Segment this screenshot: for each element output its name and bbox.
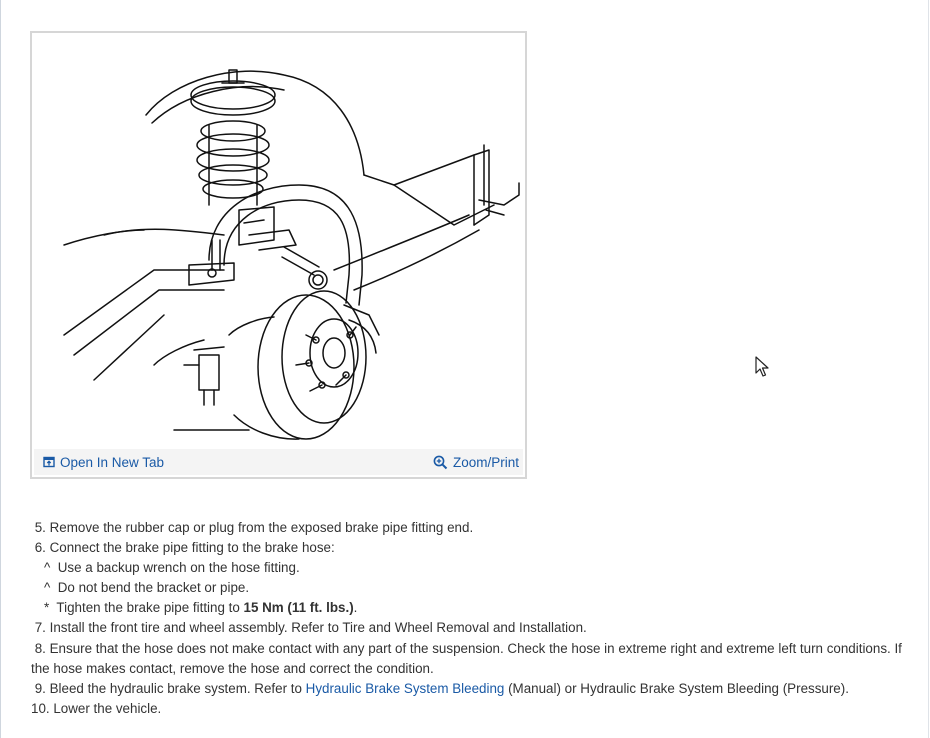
step-10: 10. Lower the vehicle. <box>31 699 911 719</box>
step-8: 8. Ensure that the hose does not make co… <box>31 639 911 679</box>
hydraulic-brake-bleeding-link[interactable]: Hydraulic Brake System Bleeding <box>305 680 505 696</box>
open-in-new-tab-label: Open In New Tab <box>60 454 165 470</box>
step-7-text: 7. Install the front tire and wheel asse… <box>34 620 587 636</box>
open-new-tab-icon <box>43 456 55 468</box>
step-9-text: 9. Bleed the hydraulic brake system. Ref… <box>34 680 306 696</box>
step-8-text: 8. Ensure that the hose does not make co… <box>31 640 902 676</box>
step-10-text: 10. Lower the vehicle. <box>31 700 162 716</box>
procedure-steps: 5. Remove the rubber cap or plug from th… <box>31 518 911 719</box>
brake-hose-line-drawing <box>63 69 520 440</box>
step-7: 7. Install the front tire and wheel asse… <box>31 618 911 638</box>
figure-toolbar: Open In New Tab Zoom/Print <box>34 449 523 475</box>
open-in-new-tab-link[interactable]: Open In New Tab <box>43 455 164 470</box>
step-6-sub-b-marker: ^ <box>44 580 51 596</box>
step-6-sub-b-text: Do not bend the bracket or pipe. <box>57 580 250 596</box>
torque-spec: 15 Nm (11 ft. lbs.) <box>243 600 354 616</box>
step-6-sub-a-text: Use a backup wrench on the hose fitting. <box>57 560 300 576</box>
brake-hose-illustration-frame: Open In New Tab Zoom/Print <box>30 31 527 479</box>
step-6-sub-a: ^ Use a backup wrench on the hose fittin… <box>31 558 911 578</box>
step-6-sub-c: * Tighten the brake pipe fitting to 15 N… <box>31 598 911 618</box>
step-6-sub-b: ^ Do not bend the bracket or pipe. <box>31 578 911 598</box>
zoom-print-link[interactable]: Zoom/Print <box>433 455 519 470</box>
step-6-text: 6. Connect the brake pipe fitting to the… <box>34 540 335 556</box>
page-left-border <box>0 0 1 738</box>
step-9: 9. Bleed the hydraulic brake system. Ref… <box>31 679 911 699</box>
step-5-text: 5. Remove the rubber cap or plug from th… <box>34 520 474 535</box>
zoom-in-icon <box>433 455 448 469</box>
zoom-print-label: Zoom/Print <box>452 454 519 470</box>
page-right-border <box>928 0 929 738</box>
step-5: 5. Remove the rubber cap or plug from th… <box>31 518 911 538</box>
step-6-sub-c-marker: * <box>44 600 50 616</box>
step-6-sub-c-end: . <box>353 600 358 616</box>
step-9-text-end: (Manual) or Hydraulic Brake System Bleed… <box>504 680 849 696</box>
mouse-pointer-icon <box>755 356 769 377</box>
step-6: 6. Connect the brake pipe fitting to the… <box>31 538 911 558</box>
step-6-sub-c-text: Tighten the brake pipe fitting to <box>56 600 244 616</box>
step-6-sub-a-marker: ^ <box>44 560 51 576</box>
